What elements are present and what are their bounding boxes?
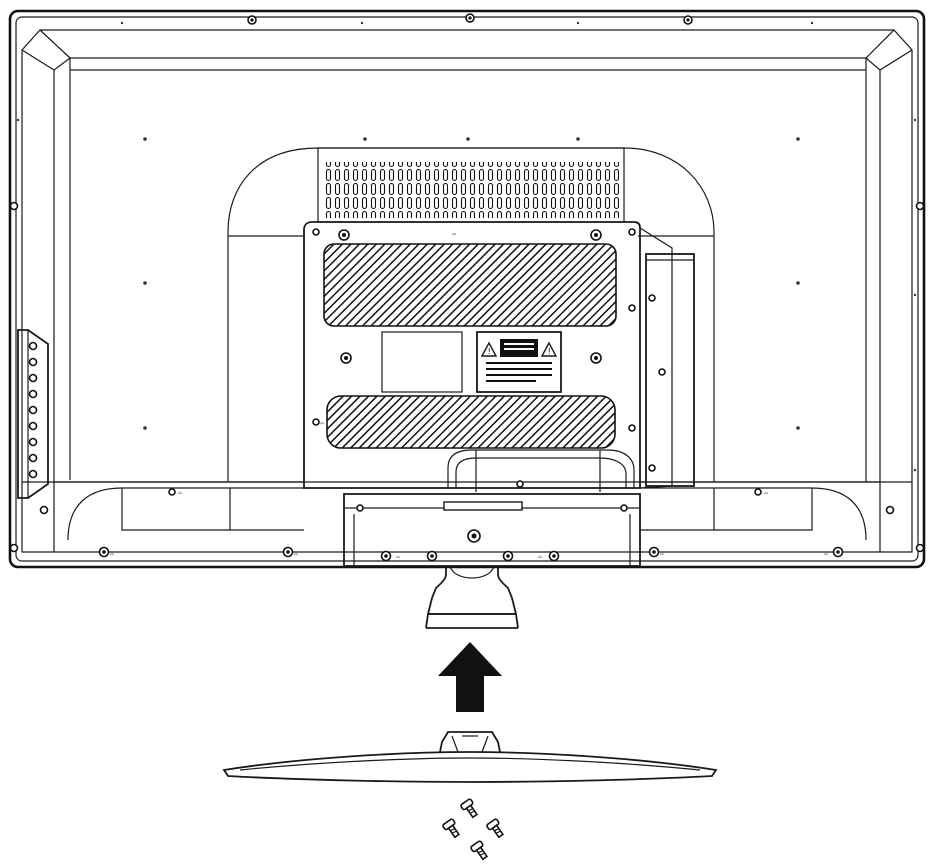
side-io-panel [17,329,49,499]
svg-text:⇦: ⇦ [538,555,542,561]
svg-text:⇨: ⇨ [294,552,298,558]
warning-triangle-icon: ! [548,347,551,356]
warning-triangle-icon: ! [488,347,491,356]
svg-text:⇦: ⇦ [320,421,324,427]
screw-icon [486,818,505,839]
panel-dots [16,21,917,472]
stand-screws [442,798,505,861]
bottom-screws [39,488,895,562]
vesa-mount-screws [312,228,666,472]
vent-hatch-upper [323,243,617,327]
vent-grille [317,147,625,223]
stand-neck [425,565,519,629]
svg-text:⇨: ⇨ [660,552,664,558]
svg-text:⇨: ⇨ [110,552,114,558]
stand-bracket [343,493,641,567]
svg-text:⇨: ⇨ [396,555,400,561]
svg-text:⇦: ⇦ [452,232,456,238]
stand-base [222,731,718,783]
blank-label-area [381,331,463,393]
top-rim-screws [9,13,925,553]
tv-back-panel: ⇦ ⇦ ! ! [8,9,926,569]
vent-hatch-lower [326,395,616,449]
svg-text:⇦: ⇦ [764,491,768,497]
screw-icon [442,818,461,839]
up-arrow-icon [438,642,502,712]
screw-icon [460,798,479,819]
screw-icon [470,840,489,861]
rating-label: ! ! [476,331,562,393]
svg-text:⇦: ⇦ [178,491,182,497]
svg-text:⇦: ⇦ [824,552,828,558]
